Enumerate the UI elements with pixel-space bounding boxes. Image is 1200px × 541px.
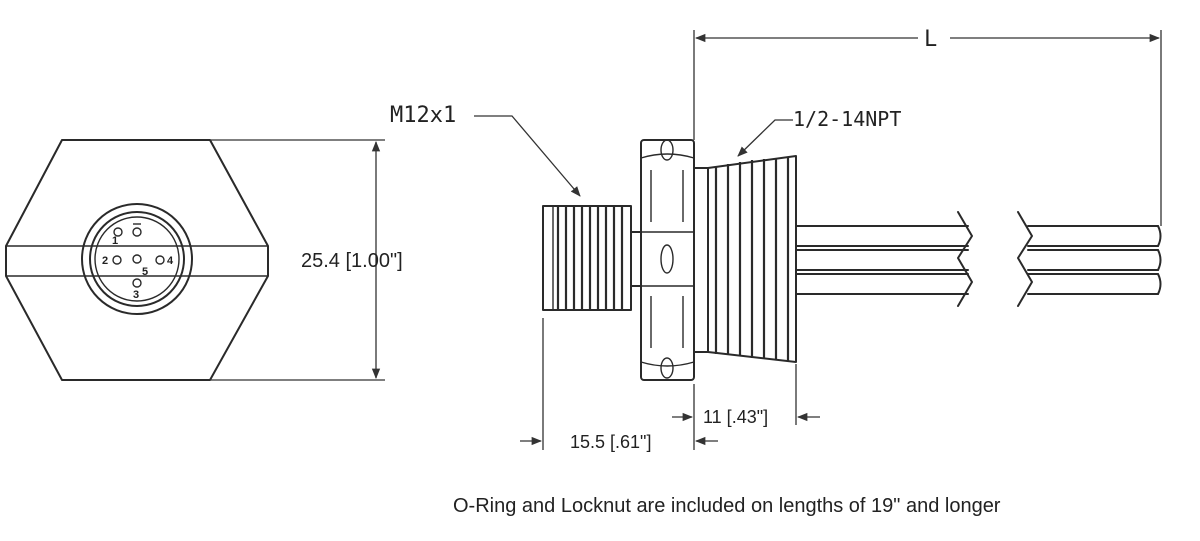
- m12-label: M12x1: [390, 103, 456, 128]
- cable-bundle: [795, 211, 1162, 307]
- npt-length-label: 11 [.43"]: [703, 407, 768, 427]
- hex-chamfer: [209, 139, 269, 247]
- npt-leader: 1/2-14NPT: [737, 107, 901, 157]
- plug-length-dimension: 15.5 [.61"]: [520, 318, 718, 452]
- key-mark: [132, 223, 142, 237]
- svg-text:4: 4: [167, 255, 174, 267]
- svg-text:2: 2: [102, 255, 108, 267]
- pin-5: 5: [132, 254, 148, 278]
- plug-length-label: 15.5 [.61"]: [570, 432, 651, 452]
- length-dimension: L: [693, 27, 1162, 226]
- pin-1: 1: [112, 227, 123, 247]
- hex-height-dimension: 25.4 [1.00"]: [210, 139, 403, 381]
- connector-face-outer: [81, 203, 193, 315]
- length-label: L: [924, 27, 937, 52]
- svg-text:5: 5: [142, 266, 148, 278]
- svg-text:3: 3: [133, 289, 139, 301]
- m12-plug-body: [542, 205, 632, 311]
- collar: [693, 167, 709, 353]
- hex-height-label: 25.4 [1.00"]: [301, 250, 403, 272]
- pin-3: 3: [132, 278, 142, 301]
- svg-text:1: 1: [112, 235, 118, 247]
- pin-4: 4: [155, 255, 174, 267]
- hex-locknut-side: [640, 139, 695, 381]
- front-view: 1 2 3 4 5: [5, 139, 269, 381]
- npt-label: 1/2-14NPT: [793, 107, 901, 131]
- m12-thread: [556, 206, 624, 310]
- connector-face-ring: [94, 216, 180, 302]
- pin-2: 2: [102, 255, 122, 267]
- hex-outline: [5, 139, 269, 381]
- npt-length-dimension: 11 [.43"]: [672, 364, 820, 427]
- m12-leader: M12x1: [390, 103, 581, 197]
- side-view: [542, 139, 1162, 381]
- connector-face-inner: [89, 211, 185, 307]
- npt-thread: [707, 155, 797, 363]
- note-text: O-Ring and Locknut are included on lengt…: [453, 495, 1001, 517]
- hex-chamfer: [5, 139, 63, 247]
